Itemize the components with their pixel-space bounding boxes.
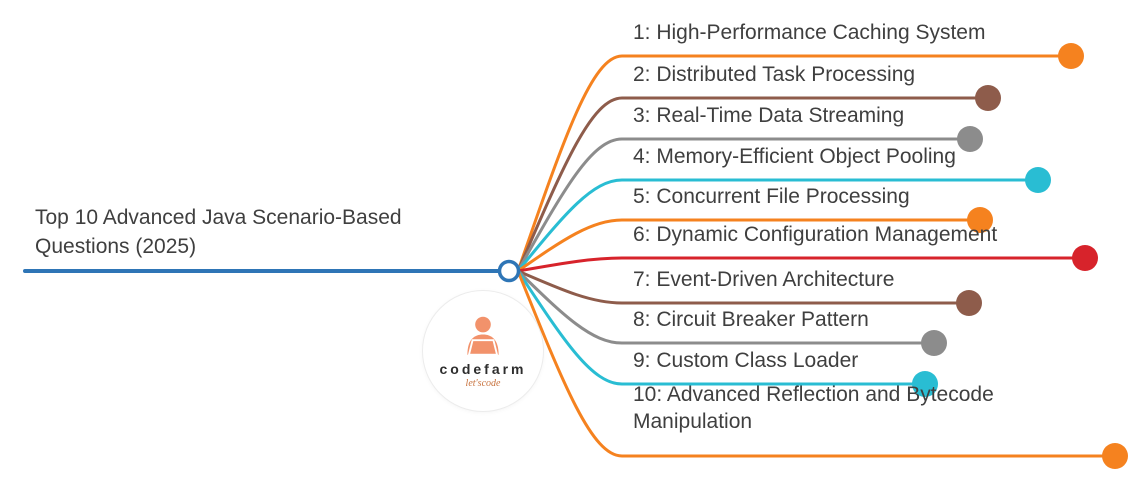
branch-label-3[interactable]: 3: Real-Time Data Streaming: [633, 104, 905, 127]
branch-line-3: [516, 137, 959, 273]
branch-endpoint-dot-1: [1058, 43, 1084, 69]
branch-endpoint-dot-4: [1025, 167, 1051, 193]
branch-line-4: [516, 178, 1027, 273]
branch-endpoint-dot-9: [912, 371, 938, 397]
branch-endpoint-dot-3: [957, 126, 983, 152]
branch-line-5: [516, 218, 969, 273]
logo-brand-text: codefarm: [439, 361, 527, 377]
branch-label-10[interactable]: 10: Advanced Reflection and Bytecode Man…: [633, 383, 994, 433]
root-node-handle[interactable]: [497, 259, 521, 283]
logo-tagline-text: let'scode: [465, 378, 501, 389]
root-topic-label[interactable]: Top 10 Advanced Java Scenario-Based Ques…: [35, 206, 402, 258]
branch-label-1[interactable]: 1: High-Performance Caching System: [633, 21, 986, 44]
branch-endpoint-dot-7: [956, 290, 982, 316]
branch-line-6: [516, 256, 1074, 273]
person-at-laptop-icon: [467, 316, 499, 356]
branch-endpoint-dot-8: [921, 330, 947, 356]
branch-line-7: [516, 269, 958, 305]
branch-line-10: [516, 269, 1104, 458]
branch-line-1: [516, 54, 1060, 273]
branch-line-9: [516, 269, 914, 386]
branch-endpoint-dot-10: [1102, 443, 1128, 469]
branch-label-8[interactable]: 8: Circuit Breaker Pattern: [633, 308, 869, 331]
branch-label-4[interactable]: 4: Memory-Efficient Object Pooling: [633, 145, 956, 168]
branch-label-7[interactable]: 7: Event-Driven Architecture: [633, 268, 895, 291]
branch-label-9[interactable]: 9: Custom Class Loader: [633, 349, 859, 372]
branch-endpoint-dot-5: [967, 207, 993, 233]
branch-label-6[interactable]: 6: Dynamic Configuration Management: [633, 223, 998, 246]
branch-endpoint-dot-2: [975, 85, 1001, 111]
branch-endpoint-dot-6: [1072, 245, 1098, 271]
branch-line-2: [516, 96, 977, 273]
branch-label-5[interactable]: 5: Concurrent File Processing: [633, 185, 910, 208]
codefarm-logo: codefarm let'scode: [422, 290, 544, 412]
branch-line-8: [516, 269, 923, 345]
branch-label-2[interactable]: 2: Distributed Task Processing: [633, 63, 916, 86]
